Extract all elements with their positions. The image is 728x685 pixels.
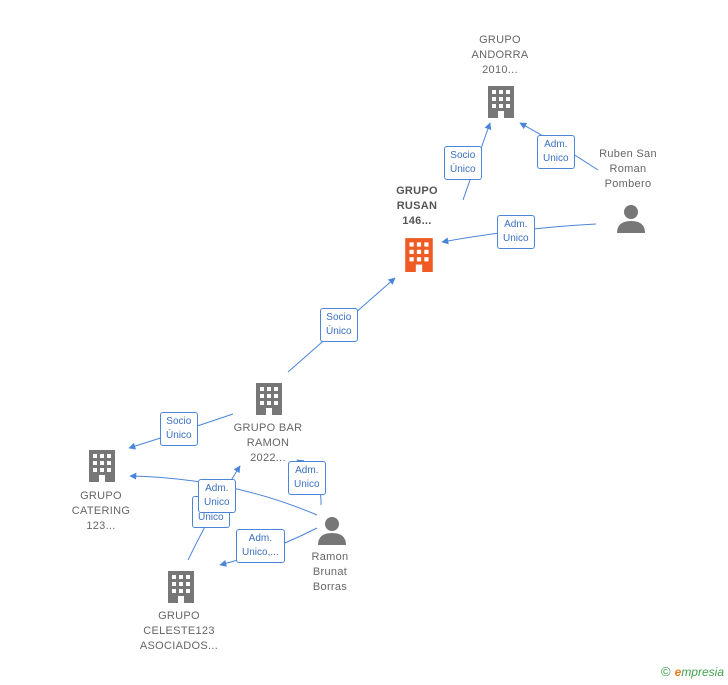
node-label: GRUPO ANDORRA 2010...: [471, 34, 529, 76]
node-grupo-rusan[interactable]: GRUPO RUSAN 146...: [367, 184, 467, 229]
node-grupo-andorra[interactable]: GRUPO ANDORRA 2010...: [450, 33, 550, 78]
relation-badge-adm-unico[interactable]: Adm. Unico: [288, 461, 326, 495]
building-icon[interactable]: [254, 381, 284, 415]
node-grupo-celeste123[interactable]: GRUPO CELESTE123 ASOCIADOS...: [129, 609, 229, 654]
node-grupo-bar-ramon[interactable]: GRUPO BAR RAMON 2022...: [218, 421, 318, 466]
relation-badge-adm-unico[interactable]: Adm. Unico: [198, 479, 236, 513]
node-ruben-san-roman[interactable]: Ruben San Roman Pombero: [578, 147, 678, 192]
person-icon[interactable]: [316, 515, 348, 545]
relation-badge-socio-unico[interactable]: Socio Único: [444, 146, 482, 180]
node-label: GRUPO RUSAN 146...: [396, 185, 438, 227]
building-icon[interactable]: [403, 236, 435, 272]
brand-logo: empresia: [674, 664, 724, 679]
relation-badge-adm-unico-more[interactable]: Adm. Unico,...: [236, 529, 285, 563]
building-icon[interactable]: [486, 84, 516, 118]
node-label: Ruben San Roman Pombero: [599, 148, 657, 190]
node-grupo-catering[interactable]: GRUPO CATERING 123...: [51, 489, 151, 534]
building-icon[interactable]: [87, 448, 117, 482]
relation-badge-socio-unico[interactable]: Socio Único: [160, 412, 198, 446]
node-label: GRUPO CATERING 123...: [71, 490, 131, 532]
node-label: GRUPO CELESTE123 ASOCIADOS...: [139, 610, 219, 652]
relation-badge-adm-unico[interactable]: Adm. Unico: [537, 135, 575, 169]
node-label: Ramon Brunat Borras: [311, 551, 349, 593]
relation-badge-socio-unico[interactable]: Socio Único: [320, 308, 358, 342]
node-label: GRUPO BAR RAMON 2022...: [233, 422, 303, 464]
copyright-icon: ©: [661, 664, 671, 679]
brand-footer: © empresia: [661, 664, 724, 679]
person-icon[interactable]: [615, 203, 647, 233]
relation-badge-adm-unico[interactable]: Adm. Unico: [497, 215, 535, 249]
building-icon[interactable]: [166, 569, 196, 603]
node-ramon-brunat[interactable]: Ramon Brunat Borras: [280, 550, 380, 595]
